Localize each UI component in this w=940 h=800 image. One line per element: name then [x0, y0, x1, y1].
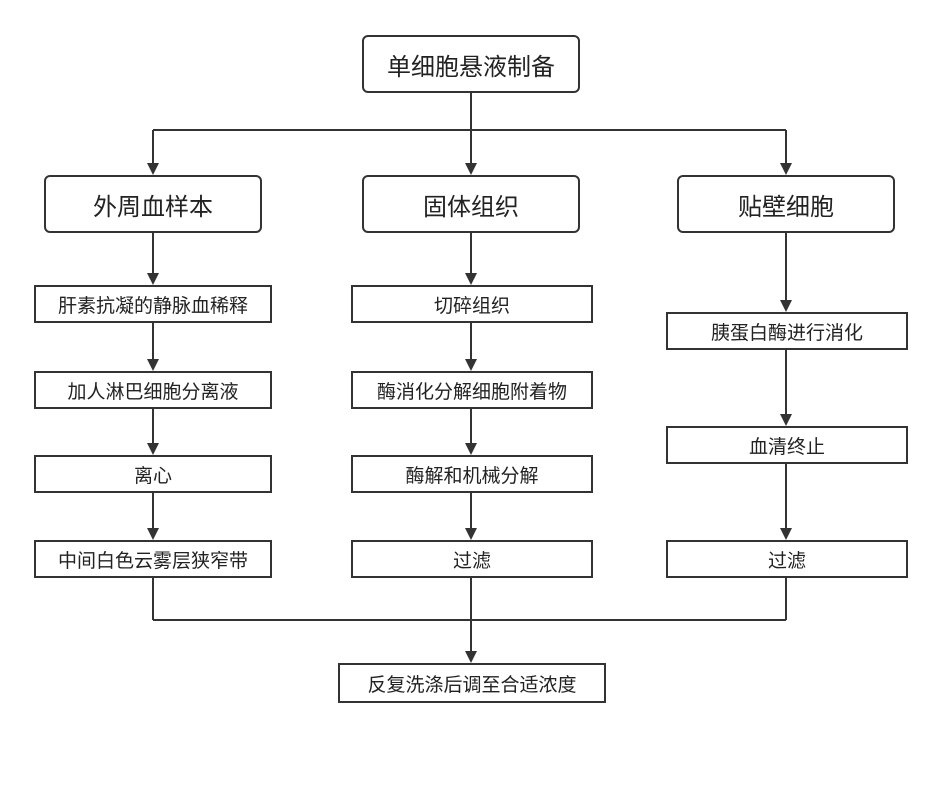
node-blood-step-1: 肝素抗凝的静脉血稀释 — [34, 285, 272, 323]
node-adherent-cells: 贴壁细胞 — [677, 175, 895, 233]
node-adherent-step-1: 胰蛋白酶进行消化 — [666, 312, 908, 350]
node-blood-step-2: 加人淋巴细胞分离液 — [34, 371, 272, 409]
node-adherent-step-2: 血清终止 — [666, 426, 908, 464]
node-final: 反复洗涤后调至合适浓度 — [338, 663, 606, 703]
node-tissue-step-3: 酶解和机械分解 — [351, 455, 593, 493]
node-solid-tissue: 固体组织 — [362, 175, 580, 233]
node-blood-step-3: 离心 — [34, 455, 272, 493]
node-tissue-step-1: 切碎组织 — [351, 285, 593, 323]
node-blood-step-4: 中间白色云雾层狭窄带 — [34, 540, 272, 578]
node-adherent-step-3: 过滤 — [666, 540, 908, 578]
node-tissue-step-4: 过滤 — [351, 540, 593, 578]
node-root: 单细胞悬液制备 — [362, 35, 580, 93]
node-tissue-step-2: 酶消化分解细胞附着物 — [351, 371, 593, 409]
node-peripheral-blood: 外周血样本 — [44, 175, 262, 233]
